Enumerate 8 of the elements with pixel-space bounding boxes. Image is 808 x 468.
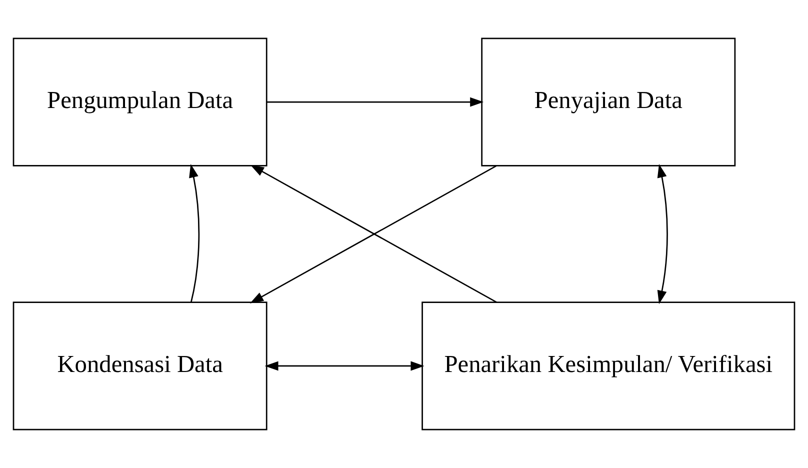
arrow: [264, 361, 424, 371]
node-box: Penyajian Data: [481, 38, 736, 166]
arrow: [266, 97, 484, 107]
node-box: Kondensasi Data: [12, 302, 268, 430]
node-box: Pengumpulan Data: [12, 38, 268, 166]
node-box: Penarikan Kesimpulan/ Verifikasi: [422, 302, 796, 430]
arrow: [189, 164, 200, 302]
arrow: [657, 164, 668, 304]
